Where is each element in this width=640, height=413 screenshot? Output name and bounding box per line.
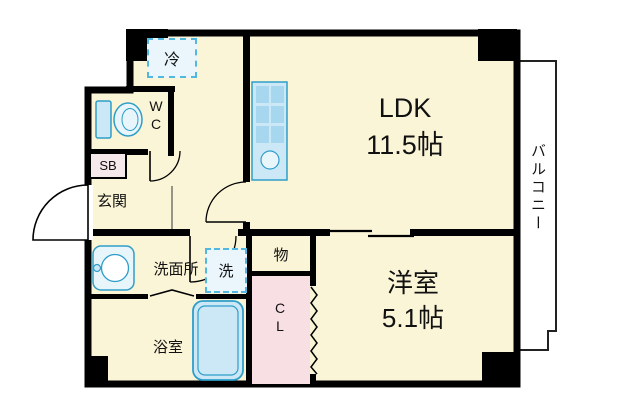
closet-label: CL [272,300,288,336]
fridge-space-box: 冷 [147,38,197,78]
western-name: 洋室 [386,268,439,298]
bath-folding-door [149,289,195,297]
toilet-label: WC [148,98,164,134]
bathroom-label: 浴室 [152,339,183,356]
washer-label: 洗 [218,263,234,280]
kitchen-sink-icon [260,150,280,170]
closet-floor [252,276,310,384]
door-symbols [149,150,414,375]
ldk-door-arc [205,181,247,223]
kitchen-grid [256,86,284,143]
balcony-label: バルコニー [529,143,546,233]
shoebox: SB [89,152,127,179]
bathtub-icon [192,300,244,381]
wall-pillars [86,29,517,384]
washbasin-icon [92,245,135,291]
washer-space-box: 洗 [205,248,247,293]
entrance-door-swing [32,184,89,241]
western-room-label: 洋室 5.1帖 [322,266,504,336]
western-size: 5.1帖 [381,303,445,333]
toilet-icon [95,100,143,139]
washroom-label: 洗面所 [153,261,199,278]
ldk-room-label: LDK 11.5帖 [312,90,498,164]
shoebox-label: SB [99,158,117,173]
storage-label: 物 [273,247,289,264]
ldk-name: LDK [378,93,432,123]
entrance-label: 玄関 [96,193,127,210]
ldk-size: 11.5帖 [366,130,444,160]
fridge-label: 冷 [163,52,180,69]
interior-walls [88,33,517,384]
wc-door-arc [149,150,181,182]
kitchen-counter [251,81,288,181]
closet-accordion-door [310,286,318,375]
